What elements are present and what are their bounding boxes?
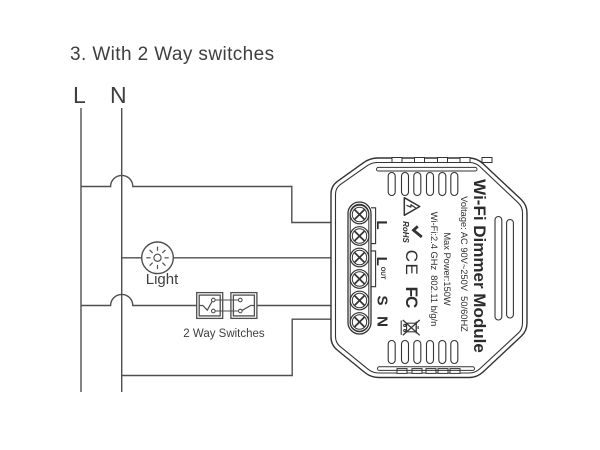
terminal-bracket-l bbox=[371, 207, 377, 245]
screw-icon bbox=[349, 204, 370, 225]
light-bulb-icon bbox=[140, 241, 174, 275]
wifi-spec-text: Wi-Fi:2.4 GHz 802.11 b/g/n bbox=[428, 211, 439, 327]
screw-icon bbox=[349, 247, 370, 268]
rohs-mark: RoHS bbox=[401, 220, 411, 243]
check-icon bbox=[411, 225, 423, 239]
screw-icon bbox=[349, 226, 370, 246]
screw-icon bbox=[349, 269, 370, 289]
weee-crossed-bin-icon bbox=[400, 319, 421, 336]
terminal-label-s: S bbox=[373, 294, 391, 305]
terminal-bracket-lout bbox=[371, 250, 377, 288]
two-way-switches-symbol bbox=[196, 291, 258, 320]
ce-mark: CE bbox=[401, 249, 421, 277]
diagram-title: 3. With 2 Way switches bbox=[70, 44, 275, 65]
terminal-label-l: L bbox=[373, 220, 390, 230]
screw-icon bbox=[349, 312, 370, 332]
module-outer-case bbox=[330, 157, 528, 379]
light-label: Light bbox=[145, 271, 179, 288]
warning-lightning-icon bbox=[403, 196, 421, 217]
module-name: Wi-Fi Dimmer Module bbox=[469, 178, 489, 353]
screw-icon bbox=[349, 290, 370, 311]
switch-right-icon bbox=[230, 291, 258, 320]
dimmer-module bbox=[330, 157, 528, 379]
bottom-plate-edge bbox=[377, 366, 475, 371]
fcc-mark: FC bbox=[401, 286, 421, 307]
top-vent-slots bbox=[387, 171, 459, 197]
live-to-module-wire bbox=[81, 174, 331, 224]
neutral-wire-label: N bbox=[110, 82, 127, 108]
two-way-switches-label: 2 Way Switches bbox=[183, 328, 265, 340]
switch-contacts bbox=[210, 297, 243, 314]
switch-left-icon bbox=[196, 291, 224, 320]
wires bbox=[80, 108, 331, 392]
terminal-screws bbox=[349, 204, 370, 332]
live-to-switch-wire bbox=[81, 293, 197, 307]
top-edge-clips bbox=[391, 157, 493, 163]
terminal-l-out-sup: OUT bbox=[379, 266, 385, 280]
max-power-spec-text: Max Power:150W bbox=[441, 231, 452, 306]
terminal-label-n: N bbox=[373, 316, 391, 327]
live-wire-label: L bbox=[73, 82, 86, 108]
terminal-l-out-main: L bbox=[373, 256, 391, 266]
neutral-return-wire bbox=[121, 318, 331, 377]
top-plate-edge bbox=[376, 166, 478, 172]
right-vent-slots bbox=[494, 215, 514, 321]
bottom-edge-clips bbox=[396, 368, 461, 374]
module-inner-case bbox=[334, 161, 524, 374]
traveller-wires bbox=[214, 299, 240, 312]
bottom-vent-slots bbox=[387, 339, 459, 365]
